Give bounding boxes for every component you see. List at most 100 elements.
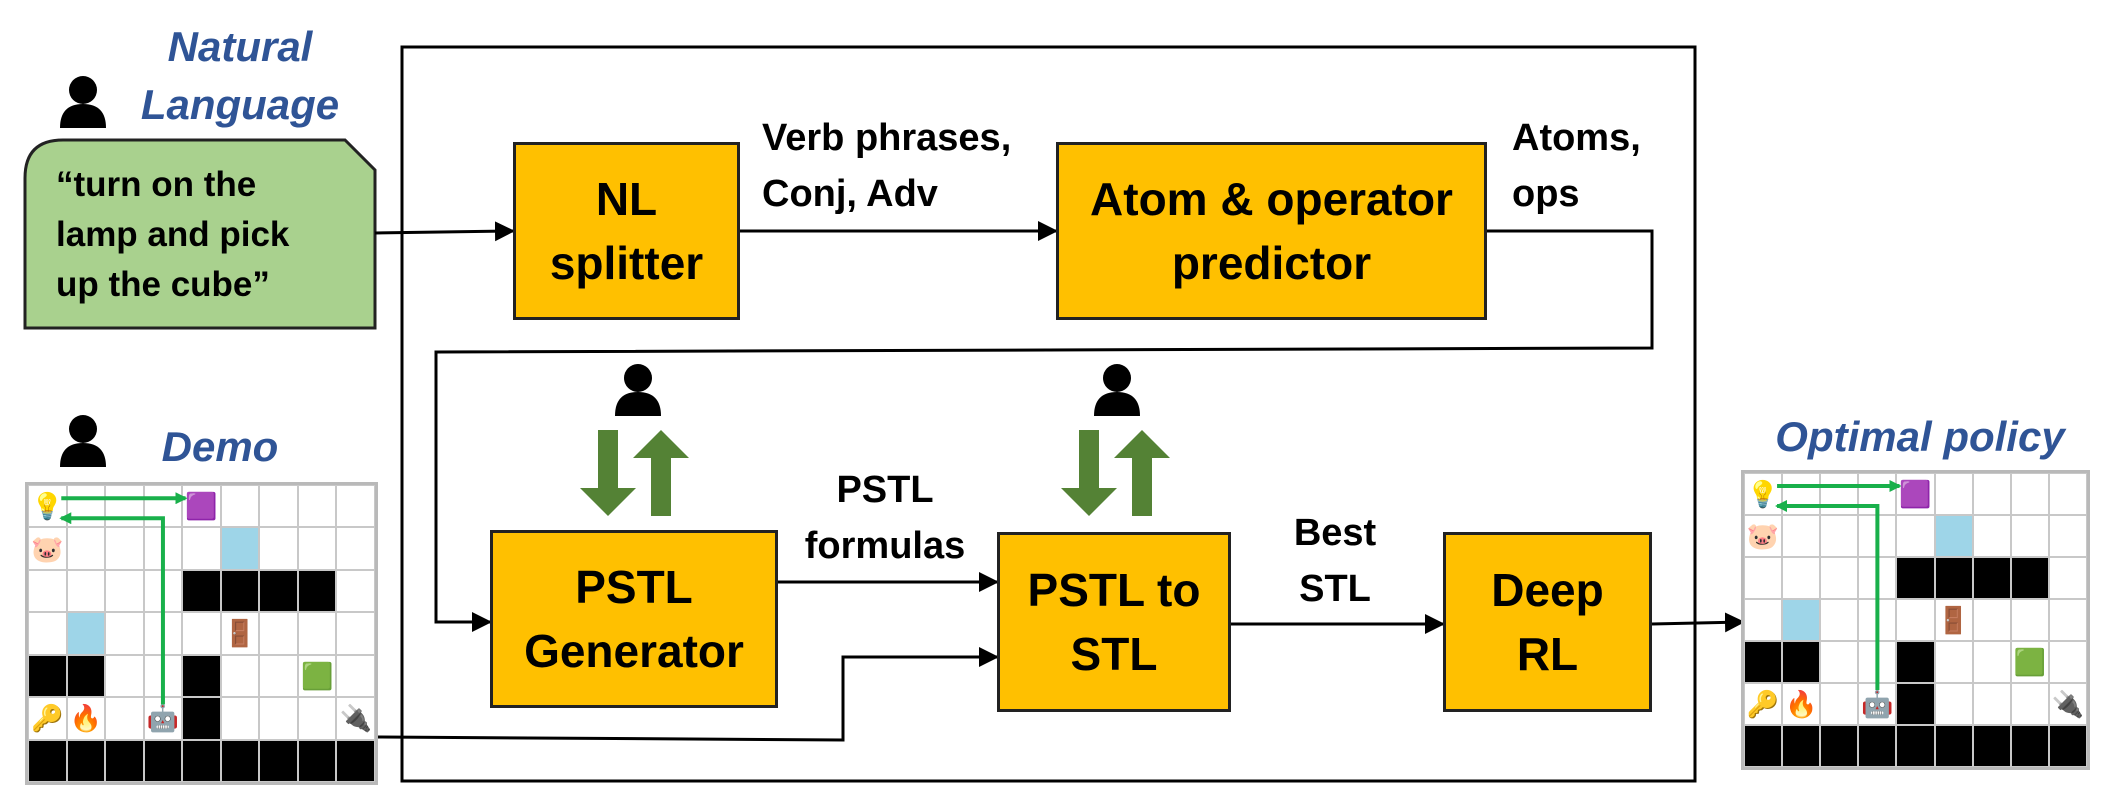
grid-cell xyxy=(1744,599,1783,641)
grid-cell xyxy=(1972,515,2011,557)
pstl-generator-line2: Generator xyxy=(524,625,744,677)
feedback-arrows-generator xyxy=(580,430,689,516)
grid-cell xyxy=(259,527,298,570)
grid-cell xyxy=(1896,725,1935,767)
grid-cell xyxy=(28,654,67,698)
fire-icon: 🔥 xyxy=(69,703,102,734)
pstl-formulas-label: PSTL formulas xyxy=(790,462,980,574)
grid-cell xyxy=(297,612,337,655)
deep-rl-box: Deep RL xyxy=(1443,532,1652,712)
atoms-ops-label: Atoms, ops xyxy=(1512,110,1641,222)
grid-cell xyxy=(2048,557,2087,599)
grid-cell xyxy=(259,569,298,613)
grid-cell xyxy=(1896,683,1935,725)
grid-cell xyxy=(1782,473,1821,515)
grid-cell xyxy=(297,654,337,698)
grid-cell xyxy=(220,654,260,698)
grid-cell xyxy=(105,612,144,655)
grid-cell xyxy=(1896,515,1935,557)
grid-cell xyxy=(2048,725,2087,767)
pstl-to-stl-box: PSTL to STL xyxy=(997,532,1231,712)
agent-path xyxy=(59,492,188,705)
grid-cell xyxy=(28,697,67,740)
grid-cell xyxy=(220,612,260,655)
grid-cell xyxy=(1934,725,1973,767)
person-icon xyxy=(1094,364,1140,416)
policy-grid: 💡🟪🐷🚪🟩🔑🔥🤖🔌 xyxy=(1741,470,2090,770)
fire-icon: 🔥 xyxy=(1784,689,1818,719)
grid-cell xyxy=(2010,725,2049,767)
pipeline-container xyxy=(400,45,1697,783)
grid-cell xyxy=(2048,515,2087,557)
best-stl-label: Best STL xyxy=(1275,505,1395,617)
grid-cell xyxy=(1744,725,1783,767)
grid-cell xyxy=(66,654,106,698)
grid-cell xyxy=(1934,683,1973,725)
pstl-formulas-line1: PSTL xyxy=(836,469,934,511)
grid-cell xyxy=(297,569,337,613)
atom-operator-predictor-box: Atom & operator predictor xyxy=(1056,142,1487,320)
grid-cell xyxy=(182,697,221,740)
grid-cell xyxy=(105,485,144,528)
grid-cell xyxy=(1934,473,1973,515)
grid-cell xyxy=(2010,473,2049,515)
key-icon: 🔑 xyxy=(1746,689,1780,719)
grid-cell xyxy=(1744,683,1783,725)
grid-cell xyxy=(66,697,106,740)
natural-language-line1: Natural xyxy=(167,23,313,70)
grid-cell xyxy=(2048,641,2087,683)
deep-rl-line1: Deep xyxy=(1491,564,1604,616)
grid-cell xyxy=(1896,641,1935,683)
grid-cell xyxy=(28,739,67,782)
robot-icon: 🤖 xyxy=(1861,689,1894,719)
grid-cell xyxy=(297,527,337,570)
nl-quote-line: lamp and pick xyxy=(56,215,290,254)
atoms-ops-line1: Atoms, xyxy=(1512,117,1641,159)
grid-cell xyxy=(182,569,221,613)
grid-cell xyxy=(28,527,67,570)
grid-cell xyxy=(28,485,67,528)
demo-grid: 💡🟪🐷🚪🟩🔑🔥🤖🔌 xyxy=(25,482,378,785)
grid-cell xyxy=(182,527,221,570)
grid-cell xyxy=(336,697,375,740)
grid-cell xyxy=(2010,557,2049,599)
arrow-predictor-to-generator xyxy=(434,229,1654,632)
grid-cell xyxy=(2048,599,2087,641)
demo-label: Demo xyxy=(161,423,279,470)
key-icon: 🔑 xyxy=(31,703,64,734)
natural-language-label: Natural Language xyxy=(120,18,360,134)
feedback-arrows-stl xyxy=(1061,430,1170,516)
grid-cell xyxy=(259,612,298,655)
plug-icon: 🔌 xyxy=(2051,689,2085,719)
grid-cell xyxy=(1744,515,1783,557)
grid-cell xyxy=(2010,515,2049,557)
purple-cube-icon: 🟪 xyxy=(185,491,218,522)
grid-cell xyxy=(1782,725,1821,767)
person-icon xyxy=(615,364,661,416)
nl-splitter-box: NL splitter xyxy=(513,142,740,320)
plug-icon: 🔌 xyxy=(339,703,372,734)
grid-cell xyxy=(105,697,144,740)
grid-cell xyxy=(1972,641,2011,683)
grid-cell xyxy=(66,527,106,570)
grid-cell xyxy=(297,739,337,782)
green-cube-icon: 🟩 xyxy=(2013,647,2046,677)
grid-cell xyxy=(1972,683,2011,725)
pstl-generator-box: PSTL Generator xyxy=(490,530,778,708)
grid-cell xyxy=(259,654,298,698)
grid-cell xyxy=(220,569,260,613)
grid-cell xyxy=(2010,683,2049,725)
grid-cell xyxy=(336,739,375,782)
grid-cell xyxy=(2010,641,2049,683)
optimal-policy-label: Optimal policy xyxy=(1775,413,2065,460)
atom-predictor-line2: predictor xyxy=(1171,237,1372,289)
grid-cell xyxy=(336,569,375,613)
verb-phrases-line2: Conj, Adv xyxy=(762,173,938,215)
verb-phrases-label: Verb phrases, Conj, Adv xyxy=(762,110,1011,222)
grid-cell xyxy=(220,697,260,740)
grid-cell xyxy=(1820,683,1859,725)
grid-cell xyxy=(1782,515,1821,557)
grid-cell xyxy=(1820,641,1859,683)
grid-cell xyxy=(66,569,106,613)
